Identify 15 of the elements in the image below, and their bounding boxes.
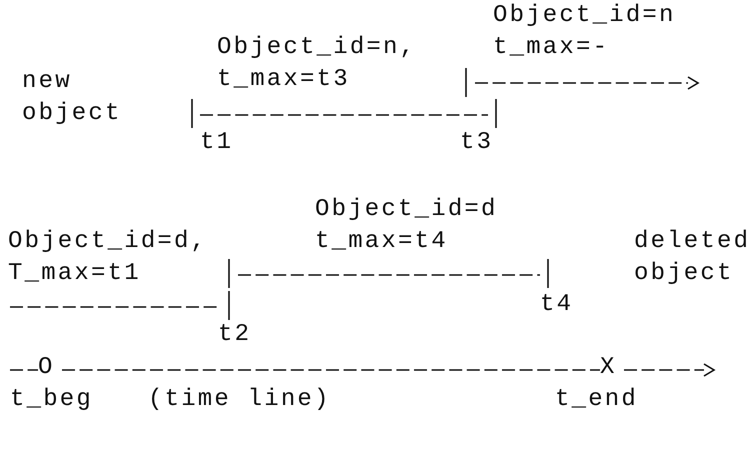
start-marker: O bbox=[38, 353, 56, 383]
interval-label: Object_id=d t_max=t4 bbox=[315, 195, 499, 257]
time-label: t3 bbox=[460, 128, 494, 158]
interval-label: Object_id=n t_max=- bbox=[493, 1, 677, 63]
interval-label: Object_id=d, T_max=t1 bbox=[8, 227, 208, 289]
end-marker: X bbox=[600, 353, 618, 383]
note-text: deleted object bbox=[634, 227, 752, 289]
time-label: t_end bbox=[555, 385, 640, 415]
time-label: t_beg bbox=[10, 385, 94, 415]
interval-label: Object_id=n, t_max=t3 bbox=[217, 33, 418, 95]
axis-label: (time line) bbox=[148, 385, 332, 415]
time-label: t4 bbox=[540, 290, 574, 320]
note-text: new object bbox=[22, 67, 123, 129]
time-label: t1 bbox=[200, 128, 234, 158]
time-label: t2 bbox=[218, 320, 252, 350]
